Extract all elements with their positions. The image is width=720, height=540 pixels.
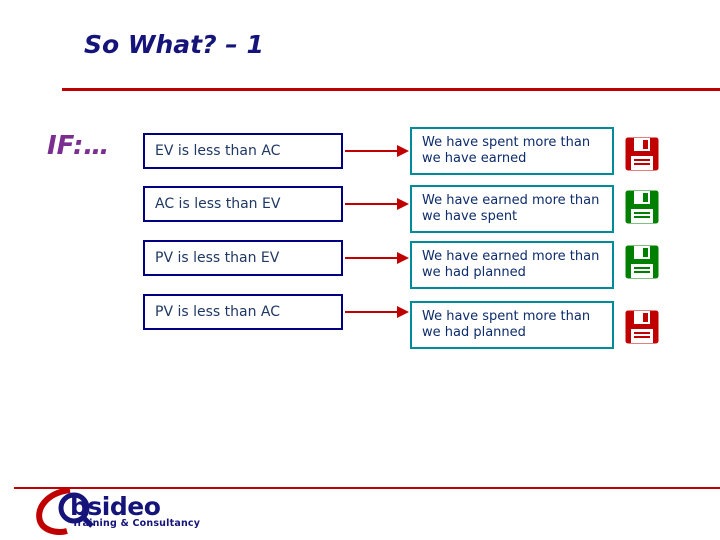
condition-box-3: PV is less than EV (143, 240, 343, 276)
result-text-4: We have spent more than we had planned (422, 308, 591, 340)
result-box-3: We have earned more than we had planned (410, 241, 614, 289)
condition-text-2: AC is less than EV (155, 195, 281, 212)
condition-box-1: EV is less than AC (143, 133, 343, 169)
footer-divider (14, 487, 720, 489)
obsideo-logo (30, 487, 200, 535)
arrow-right-icon-4 (345, 306, 409, 318)
condition-text-1: EV is less than AC (155, 142, 281, 159)
condition-box-4: PV is less than AC (143, 294, 343, 330)
result-box-4: We have spent more than we had planned (410, 301, 614, 349)
result-box-2: We have earned more than we have spent (410, 185, 614, 233)
result-text-1: We have spent more than we have earned (422, 134, 591, 166)
floppy-disk-green-icon-3 (625, 245, 659, 279)
condition-box-2: AC is less than EV (143, 186, 343, 222)
arrow-right-icon-2 (345, 198, 409, 210)
result-text-2: We have earned more than we have spent (422, 192, 600, 224)
result-text-3: We have earned more than we had planned (422, 248, 600, 280)
arrow-right-icon-3 (345, 252, 409, 264)
arrow-right-icon-1 (345, 145, 409, 157)
logo-wordmark: bsideo (70, 492, 161, 521)
floppy-disk-green-icon-2 (625, 190, 659, 224)
title-divider (62, 88, 720, 91)
logo-tagline: Training & Consultancy (72, 518, 201, 529)
floppy-disk-red-icon-1 (625, 137, 659, 171)
condition-text-3: PV is less than EV (155, 249, 280, 266)
result-box-1: We have spent more than we have earned (410, 127, 614, 175)
floppy-disk-red-icon-4 (625, 310, 659, 344)
if-label: IF:… (47, 131, 110, 161)
condition-text-4: PV is less than AC (155, 303, 281, 320)
page-title: So What? – 1 (84, 30, 264, 59)
